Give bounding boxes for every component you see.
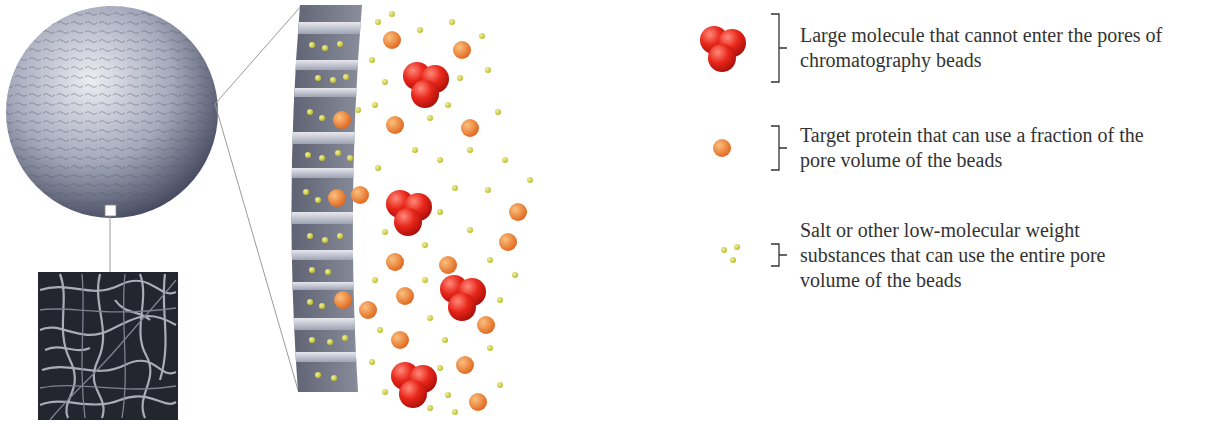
bead — [0, 0, 230, 230]
legend-samples — [700, 26, 746, 263]
micrograph — [38, 272, 178, 420]
large-molecules — [386, 62, 486, 408]
legend-text: Target protein that can use a fraction o… — [800, 123, 1165, 173]
brackets — [771, 14, 787, 266]
target-proteins — [328, 31, 527, 411]
salt-particles — [303, 11, 533, 415]
legend-text: Salt or other low-molecular weight subst… — [800, 218, 1165, 293]
legend-text: Large molecule that cannot enter the por… — [800, 23, 1165, 73]
